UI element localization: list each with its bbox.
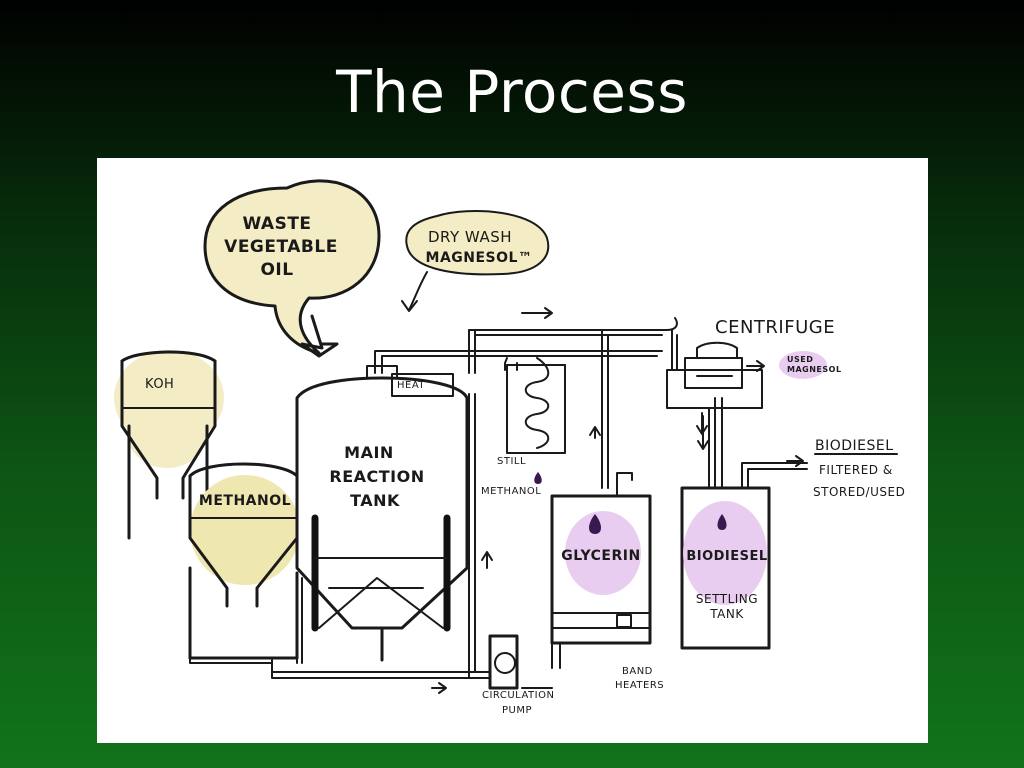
glycerin-label: GLYCERIN bbox=[561, 548, 640, 564]
band-heaters-label-2: HEATERS bbox=[615, 680, 664, 691]
frame-base bbox=[189, 657, 273, 664]
process-diagram: WASTE VEGETABLE OIL DRY WASH MAGNESOL™ K… bbox=[97, 158, 928, 743]
glycerin-tank: GLYCERIN bbox=[550, 472, 652, 645]
koh-label: KOH bbox=[145, 377, 174, 392]
slide-title: The Process bbox=[336, 58, 688, 126]
circulation-pump-label-1: CIRCULATION bbox=[482, 690, 554, 701]
heat-label: HEAT bbox=[397, 380, 425, 391]
circulation-pump: CIRCULATION PUMP bbox=[482, 634, 554, 716]
used-magnesol-label-2: MAGNESOL bbox=[787, 365, 842, 374]
biodiesel-tank-label: BIODIESEL bbox=[686, 549, 767, 564]
waste-oil-arrow bbox=[300, 314, 339, 358]
circulation-pump-label-2: PUMP bbox=[502, 705, 532, 716]
waste-oil-label-1: WASTE bbox=[242, 214, 311, 234]
settling-tank-label-2: TANK bbox=[709, 607, 744, 621]
band-heaters: BAND HEATERS bbox=[615, 666, 664, 691]
dry-wash-bubble: DRY WASH MAGNESOL™ bbox=[401, 210, 550, 312]
settling-tank-label-1: SETTLING bbox=[696, 592, 758, 606]
centrifuge-down-arrow bbox=[697, 415, 709, 450]
methanol-tank-label: METHANOL bbox=[199, 493, 291, 509]
methanol-hopper: METHANOL bbox=[188, 462, 300, 660]
dry-wash-label-2: MAGNESOL™ bbox=[426, 250, 533, 266]
still-coil: STILL METHANOL bbox=[481, 357, 566, 497]
heat-box: HEAT bbox=[391, 373, 454, 397]
methanol-out-label: METHANOL bbox=[481, 486, 541, 497]
centrifuge-label: CENTRIFUGE bbox=[715, 317, 835, 338]
still-label: STILL bbox=[497, 456, 526, 467]
biodiesel-settling-tank: BIODIESEL SETTLING TANK bbox=[680, 407, 771, 650]
band-heaters-label-1: BAND bbox=[622, 666, 653, 677]
main-tank-label-1: MAIN bbox=[344, 443, 394, 462]
waste-oil-label-2: VEGETABLE bbox=[224, 237, 338, 257]
waste-oil-bubble: WASTE VEGETABLE OIL bbox=[203, 179, 381, 355]
biodiesel-out-label-3: STORED/USED bbox=[813, 485, 905, 499]
used-magnesol-label-1: USED bbox=[787, 355, 813, 364]
waste-oil-label-3: OIL bbox=[260, 260, 293, 280]
biodiesel-out-label-1: BIODIESEL bbox=[815, 438, 894, 454]
main-tank-label-3: TANK bbox=[350, 491, 400, 510]
biodiesel-output: BIODIESEL FILTERED & STORED/USED bbox=[813, 438, 905, 499]
centrifuge: CENTRIFUGE USED MAGNESOL bbox=[666, 317, 842, 409]
biodiesel-out-label-2: FILTERED & bbox=[819, 463, 893, 477]
main-reaction-tank: MAIN REACTION TANK bbox=[295, 365, 469, 662]
main-tank-label-2: REACTION bbox=[329, 467, 424, 486]
process-diagram-svg: WASTE VEGETABLE OIL DRY WASH MAGNESOL™ K… bbox=[114, 179, 905, 716]
dry-wash-label-1: DRY WASH bbox=[428, 228, 512, 246]
